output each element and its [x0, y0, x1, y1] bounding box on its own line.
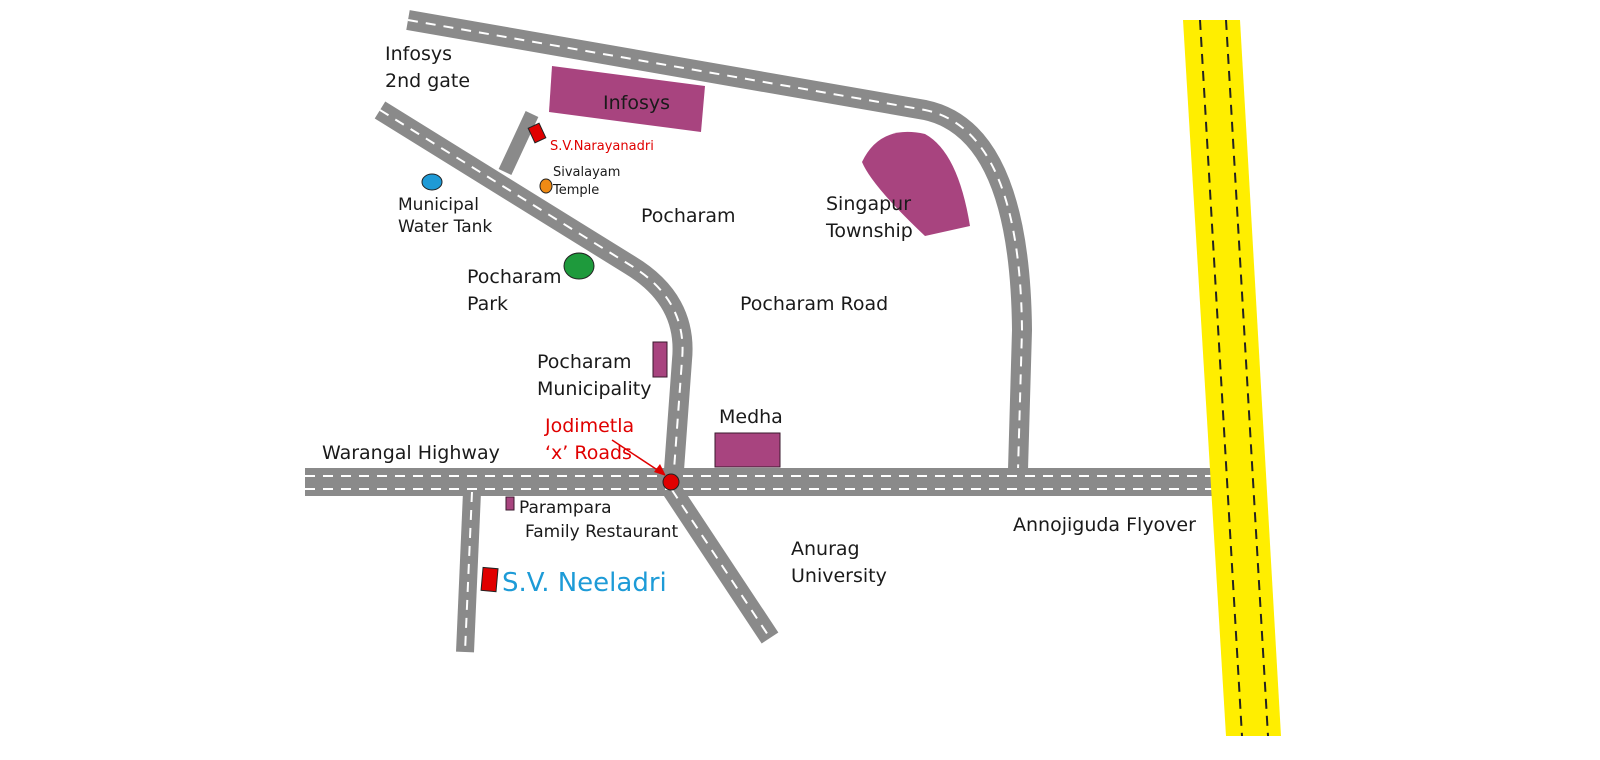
anurag-university-label-1: Anurag: [791, 538, 860, 560]
jodimetla-label-1: Jodimetla: [544, 415, 634, 437]
infosys-label: Infosys: [603, 92, 670, 114]
pocharam-municipality-label-2: Municipality: [537, 378, 651, 400]
parampara-label-2: Family Restaurant: [525, 522, 679, 542]
sv-neeladri-marker: [480, 566, 499, 593]
warangal-highway-label: Warangal Highway: [322, 442, 500, 464]
sv-neeladri-label: S.V. Neeladri: [502, 568, 667, 598]
jodimetla-junction-marker: [662, 473, 680, 491]
road-infosys-singapur: [406, 10, 1032, 471]
annojiguda-flyover-label: Annojiguda Flyover: [1013, 514, 1196, 536]
pocharam-label: Pocharam: [641, 205, 736, 227]
annojiguda-flyover-road: [1183, 19, 1281, 737]
municipal-water-tank-label-2: Water Tank: [398, 217, 492, 237]
road-pocharam: [374, 101, 693, 471]
pocharam-park-dot: [563, 252, 595, 280]
sivalayam-label-2: Temple: [552, 183, 599, 198]
municipal-water-tank-dot: [421, 173, 443, 191]
municipal-water-tank-label-1: Municipal: [398, 195, 479, 215]
infosys-2nd-gate-label-1: Infosys: [385, 43, 452, 65]
road-neeladri: [456, 491, 481, 653]
medha-building: [714, 432, 781, 468]
pocharam-park-label-2: Park: [467, 293, 508, 315]
jodimetla-label-2: ‘x’ Roads: [545, 442, 632, 464]
singapur-township-label-1: Singapur: [826, 193, 911, 215]
labels: Infosys 2nd gate Infosys S.V.Narayanadri…: [322, 43, 1196, 598]
pocharam-municipality-label-1: Pocharam: [537, 351, 632, 373]
jodimetla-pointer-line: [611, 439, 663, 474]
road-narayanadri-spur: [498, 111, 539, 175]
roads: [305, 10, 1212, 653]
landmarks: [421, 66, 970, 593]
infosys-building: [549, 66, 705, 132]
anurag-university-label-2: University: [791, 565, 887, 587]
road-anurag: [663, 484, 779, 644]
road-warangal-highway: [305, 468, 1212, 496]
infosys-2nd-gate-label-2: 2nd gate: [385, 70, 470, 92]
parampara-label-1: Parampara: [519, 498, 612, 518]
sv-narayanadri-label: S.V.Narayanadri: [550, 139, 654, 154]
jodimetla-pointer-arrow: [654, 464, 666, 476]
parampara-restaurant-marker: [505, 496, 515, 511]
singapur-township-label-2: Township: [825, 220, 913, 242]
sv-narayanadri-marker: [527, 122, 547, 144]
sivalayam-label-1: Sivalayam: [553, 165, 620, 180]
pocharam-park-label-1: Pocharam: [467, 266, 562, 288]
pocharam-road-label: Pocharam Road: [740, 293, 888, 315]
medha-label: Medha: [719, 406, 783, 428]
pocharam-municipality-building: [652, 341, 668, 378]
singapur-township-area: [862, 131, 970, 236]
sivalayam-temple-dot: [539, 178, 553, 194]
